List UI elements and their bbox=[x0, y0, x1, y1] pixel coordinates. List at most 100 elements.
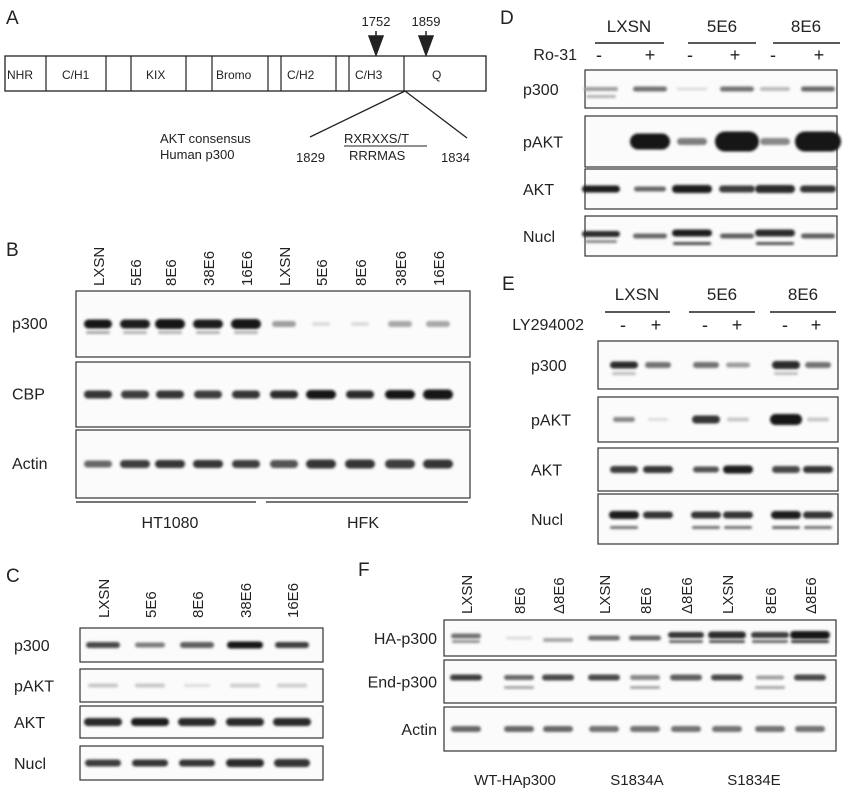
band bbox=[677, 87, 707, 91]
blot-label-p300: p300 bbox=[523, 82, 559, 99]
treated-sign: + bbox=[814, 45, 825, 65]
band bbox=[609, 511, 639, 519]
band bbox=[451, 633, 481, 639]
band bbox=[385, 390, 415, 399]
faint-band bbox=[774, 372, 798, 375]
band bbox=[668, 632, 704, 638]
band bbox=[755, 185, 795, 193]
domain-ch3: C/H3 bbox=[355, 68, 383, 82]
untreated-sign: - bbox=[782, 315, 788, 335]
band bbox=[790, 631, 830, 639]
blot-f-actin bbox=[443, 706, 837, 752]
band bbox=[451, 726, 481, 732]
band bbox=[771, 511, 801, 519]
blot-f-ha-p300 bbox=[443, 619, 837, 657]
band bbox=[306, 390, 336, 399]
faint-band bbox=[234, 331, 258, 334]
treated-sign: + bbox=[645, 45, 656, 65]
band bbox=[795, 131, 841, 152]
human-p300-label: Human p300 bbox=[160, 147, 234, 162]
band bbox=[227, 641, 263, 649]
lane-label-4: 8E6 bbox=[638, 587, 655, 614]
blot-label-nucl: Nucl bbox=[531, 512, 563, 529]
band bbox=[760, 87, 790, 91]
band bbox=[504, 675, 534, 680]
lane-label-9: 16E6 bbox=[431, 251, 448, 286]
panel-f-letter: F bbox=[358, 560, 370, 581]
arrowhead-1859-icon bbox=[417, 31, 435, 58]
band bbox=[423, 459, 453, 469]
band bbox=[193, 319, 223, 329]
untreated-sign: - bbox=[702, 315, 708, 335]
blot-d-nucl bbox=[582, 215, 838, 257]
blot-e-p300 bbox=[597, 340, 839, 390]
panel-c-letter: C bbox=[6, 566, 20, 587]
faint-band bbox=[630, 686, 660, 689]
band bbox=[306, 459, 336, 469]
band bbox=[795, 726, 825, 732]
treated-sign: + bbox=[730, 45, 741, 65]
band bbox=[193, 460, 223, 468]
band bbox=[132, 759, 168, 767]
blot-e-nucl-frame bbox=[597, 493, 839, 545]
band bbox=[270, 390, 298, 399]
band bbox=[691, 511, 721, 519]
blot-label-akt: AKT bbox=[14, 715, 45, 732]
group-label-s1834e: S1834E bbox=[727, 772, 780, 789]
lane-label-0: LXSN bbox=[459, 575, 476, 614]
blot-label-p300: p300 bbox=[12, 316, 48, 333]
band bbox=[643, 511, 673, 519]
band bbox=[770, 414, 802, 425]
band bbox=[633, 233, 667, 239]
band bbox=[423, 389, 453, 400]
panel-b-letter: B bbox=[6, 240, 19, 261]
akt-consensus-label: AKT consensus bbox=[160, 131, 251, 146]
untreated-sign: - bbox=[687, 45, 693, 65]
band bbox=[633, 86, 667, 92]
blot-f-end-p300-frame bbox=[443, 659, 837, 704]
band bbox=[121, 390, 149, 399]
group-label-5e6: 5E6 bbox=[707, 285, 737, 304]
treated-sign: + bbox=[732, 315, 743, 335]
lane-label-8: Δ8E6 bbox=[803, 577, 820, 614]
blot-d-nucl-frame bbox=[584, 215, 838, 257]
domain-ch2: C/H2 bbox=[287, 68, 315, 82]
band bbox=[120, 319, 150, 329]
band bbox=[712, 726, 742, 732]
faint-band bbox=[755, 686, 785, 689]
band bbox=[803, 466, 833, 473]
faint-band bbox=[692, 526, 720, 529]
arrow-label-1859: 1859 bbox=[412, 14, 441, 29]
lane-label-2: Δ8E6 bbox=[551, 577, 568, 614]
band bbox=[672, 185, 712, 193]
faint-band bbox=[86, 331, 110, 334]
band bbox=[582, 185, 620, 193]
faint-band bbox=[709, 640, 745, 643]
blot-label-p300: p300 bbox=[531, 358, 567, 375]
band bbox=[807, 417, 829, 422]
blot-e-pakt bbox=[597, 396, 839, 443]
band bbox=[643, 466, 673, 473]
band bbox=[610, 361, 638, 369]
band bbox=[648, 418, 668, 421]
group-label-wt-hap300: WT-HAp300 bbox=[474, 772, 556, 789]
lane-label-4: 16E6 bbox=[285, 583, 302, 618]
untreated-sign: - bbox=[770, 45, 776, 65]
blot-label-akt: AKT bbox=[531, 463, 562, 480]
band bbox=[692, 415, 720, 424]
band bbox=[760, 138, 790, 145]
band bbox=[131, 718, 169, 726]
band bbox=[584, 87, 618, 91]
band bbox=[86, 642, 120, 648]
faint-band bbox=[756, 242, 794, 245]
band bbox=[88, 683, 118, 688]
band bbox=[178, 718, 216, 726]
panel-a: A NHR C/H1 KIX Bromo C/H2 C/H3 Q 1752 18… bbox=[4, 8, 487, 165]
band bbox=[805, 362, 831, 368]
band bbox=[231, 319, 261, 329]
faint-band bbox=[158, 331, 182, 334]
blot-label-pakt: pAKT bbox=[14, 679, 54, 696]
